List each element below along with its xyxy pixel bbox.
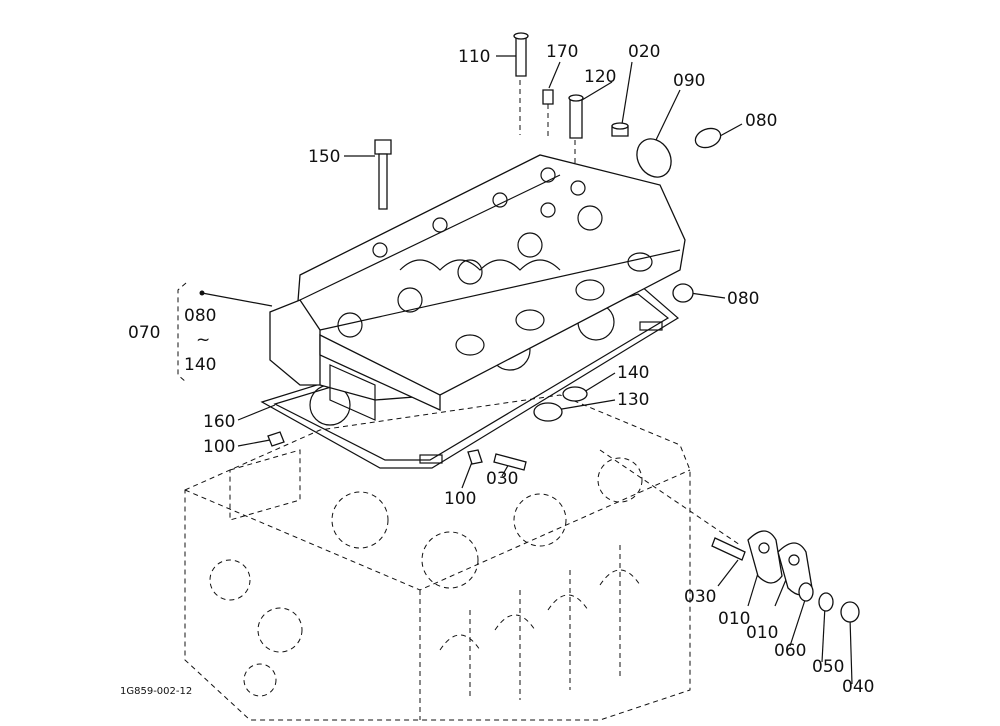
callout-160: 160: [203, 412, 235, 432]
callout-060: 060: [774, 641, 806, 661]
callout-100-center: 100: [444, 489, 476, 509]
range-from: 080: [184, 306, 216, 326]
callout-040: 040: [842, 677, 874, 697]
callout-010-first: 010: [718, 609, 750, 629]
callout-130: 130: [617, 390, 649, 410]
callout-labels: 110 170 020 120 090 080 150 080 070 080 …: [120, 42, 874, 697]
figure-code: 1G859-002-12: [120, 686, 192, 697]
callout-010-second: 010: [746, 623, 778, 643]
callout-070: 070: [128, 323, 160, 343]
callout-100-left: 100: [203, 437, 235, 457]
callout-150: 150: [308, 147, 340, 167]
engine-block: [184, 394, 691, 721]
group-070-bracket: [177, 282, 205, 383]
callout-080-top: 080: [745, 111, 777, 131]
leader-lines: [201, 55, 853, 685]
callout-030-upper: 030: [486, 469, 518, 489]
callout-050: 050: [812, 657, 844, 677]
callout-170: 170: [546, 42, 578, 62]
range-to: 140: [184, 355, 216, 375]
callout-020: 020: [628, 42, 660, 62]
callout-110: 110: [458, 47, 490, 67]
range-separator: ~: [196, 330, 210, 350]
callout-090: 090: [673, 71, 705, 91]
callout-030-lower: 030: [684, 587, 716, 607]
callout-140: 140: [617, 363, 649, 383]
callout-120: 120: [584, 67, 616, 87]
cylinder-head: [269, 154, 686, 421]
callout-080-side: 080: [727, 289, 759, 309]
small-parts: [267, 32, 860, 623]
